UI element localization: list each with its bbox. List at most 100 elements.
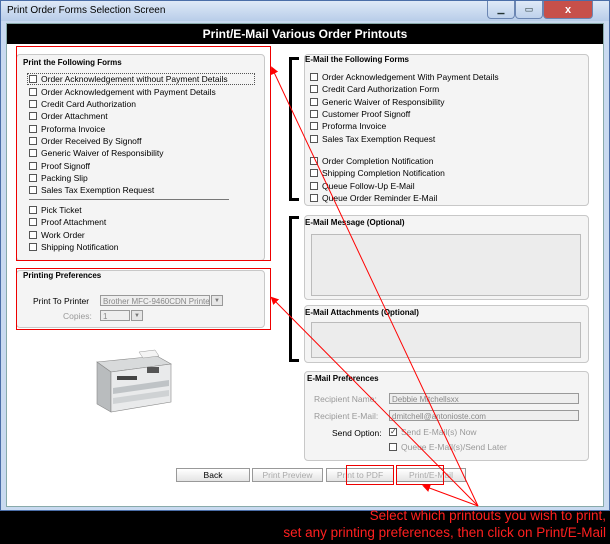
email-preferences-group: E-Mail Preferences Recipient Name: Debbi… [304,371,589,461]
option-label: Work Order [41,230,85,240]
print-form-option[interactable]: Pick Ticket [29,205,82,215]
option-label: Proforma Invoice [322,121,387,131]
option-label: Packing Slip [41,173,88,183]
email-preferences-title: E-Mail Preferences [307,374,379,383]
option-label: Generic Waiver of Responsibility [322,97,445,107]
chevron-down-icon[interactable]: ▼ [131,310,143,321]
app-window: Print Order Forms Selection Screen ▁ ▭ x… [0,0,610,511]
email-form-option[interactable]: Sales Tax Exemption Request [310,134,435,144]
print-to-pdf-button[interactable]: Print to PDF [326,468,394,482]
option-label: Sales Tax Exemption Request [322,134,436,144]
checkbox[interactable] [310,169,318,177]
copies-select[interactable]: 1 [100,310,130,321]
option-label: Proforma Invoice [41,124,106,134]
close-icon[interactable]: x [543,1,593,19]
annotation-highlight [346,465,394,485]
email-message-title: E-Mail Message (Optional) [305,218,405,227]
option-label: Generic Waiver of Responsibility [41,148,164,158]
send-option-label: Send Option: [332,428,382,438]
checkbox[interactable] [310,122,318,130]
bracket-decoration [289,216,299,362]
minimize-icon[interactable]: ▁ [487,1,515,19]
print-form-option[interactable]: Generic Waiver of Responsibility [29,148,164,158]
option-label: Order Received By Signoff [41,136,142,146]
printer-select[interactable]: Brother MFC-9460CDN Printer [100,295,210,306]
chevron-down-icon[interactable]: ▼ [211,295,223,306]
checkbox[interactable] [29,243,37,251]
option-label: Queue Follow-Up E-Mail [322,181,415,191]
option-label: Queue Order Reminder E-Mail [322,193,438,203]
checkbox[interactable] [310,135,318,143]
email-attachments-group: E-Mail Attachments (Optional) [304,305,589,363]
checkbox[interactable] [29,206,37,214]
back-button[interactable]: Back [176,468,250,482]
arrow-line [270,66,479,507]
checkbox[interactable] [310,182,318,190]
email-form-option[interactable]: Proforma Invoice [310,121,386,131]
print-form-option[interactable]: Proof Signoff [29,161,90,171]
email-message-group: E-Mail Message (Optional) [304,215,589,300]
option-label: Shipping Notification [41,242,119,252]
email-form-option[interactable]: Order Acknowledgement With Payment Detai… [310,72,499,82]
checkbox[interactable] [310,85,318,93]
checkbox[interactable] [29,231,37,239]
checkbox[interactable] [29,112,37,120]
send-now-option[interactable]: ✓Send E-Mail(s) Now [389,427,477,437]
print-form-option[interactable]: Proforma Invoice [29,124,105,134]
email-attachments-list[interactable] [311,322,581,358]
option-label: Order Completion Notification [322,156,434,166]
email-form-option[interactable]: Queue Follow-Up E-Mail [310,181,415,191]
print-preview-button[interactable]: Print Preview [252,468,323,482]
recipient-email-label: Recipient E-Mail: [314,411,379,421]
print-form-option[interactable]: Order Acknowledgement without Payment De… [29,74,228,84]
option-label: Order Acknowledgement With Payment Detai… [322,72,499,82]
email-form-option[interactable]: Credit Card Authorization Form [310,84,439,94]
checkbox[interactable] [389,443,397,451]
option-label: Order Acknowledgement with Payment Detai… [41,87,216,97]
email-form-option[interactable]: Generic Waiver of Responsibility [310,97,445,107]
annotation-highlight [16,46,271,261]
print-form-option[interactable]: Shipping Notification [29,242,119,252]
print-form-option[interactable]: Order Acknowledgement with Payment Detai… [29,87,216,97]
checkbox[interactable] [310,98,318,106]
print-form-option[interactable]: Sales Tax Exemption Request [29,185,154,195]
email-form-option[interactable]: Customer Proof Signoff [310,109,410,119]
print-form-option[interactable]: Work Order [29,230,85,240]
checkbox[interactable] [29,137,37,145]
checkbox[interactable] [29,125,37,133]
checkbox[interactable] [29,186,37,194]
checkbox[interactable] [310,110,318,118]
print-form-option[interactable]: Order Received By Signoff [29,136,141,146]
focus-outline [27,73,255,85]
window-title: Print Order Forms Selection Screen [7,5,166,16]
print-form-option[interactable]: Credit Card Authorization [29,99,136,109]
checkbox[interactable] [29,75,37,83]
checkbox[interactable] [310,194,318,202]
email-message-input[interactable] [311,234,581,296]
email-form-option[interactable]: Queue Order Reminder E-Mail [310,193,437,203]
annotation-highlight [16,268,271,330]
recipient-email-field[interactable]: dmitchell@antonioste.com [389,410,579,421]
email-forms-title: E-Mail the Following Forms [305,55,409,64]
email-form-option[interactable]: Shipping Completion Notification [310,168,445,178]
print-forms-group: Print the Following Forms Order Acknowle… [16,54,265,261]
print-form-option[interactable]: Proof Attachment [29,217,106,227]
checkbox[interactable] [29,174,37,182]
checkbox[interactable] [29,100,37,108]
checkbox[interactable] [29,88,37,96]
checkbox[interactable]: ✓ [389,427,397,436]
checkbox[interactable] [29,162,37,170]
maximize-icon[interactable]: ▭ [515,1,543,19]
title-bar: Print Order Forms Selection Screen ▁ ▭ x [1,1,609,21]
option-label: Sales Tax Exemption Request [41,185,155,195]
checkbox[interactable] [29,149,37,157]
recipient-name-field[interactable]: Debbie Mitchellsxx [389,393,579,404]
print-form-option[interactable]: Order Attachment [29,111,108,121]
send-later-option[interactable]: Queue E-Mail(s)/Send Later [389,442,507,452]
checkbox[interactable] [310,73,318,81]
divider [29,199,229,200]
email-forms-group: E-Mail the Following Forms Order Acknowl… [304,54,589,206]
print-form-option[interactable]: Packing Slip [29,173,88,183]
checkbox[interactable] [29,218,37,226]
